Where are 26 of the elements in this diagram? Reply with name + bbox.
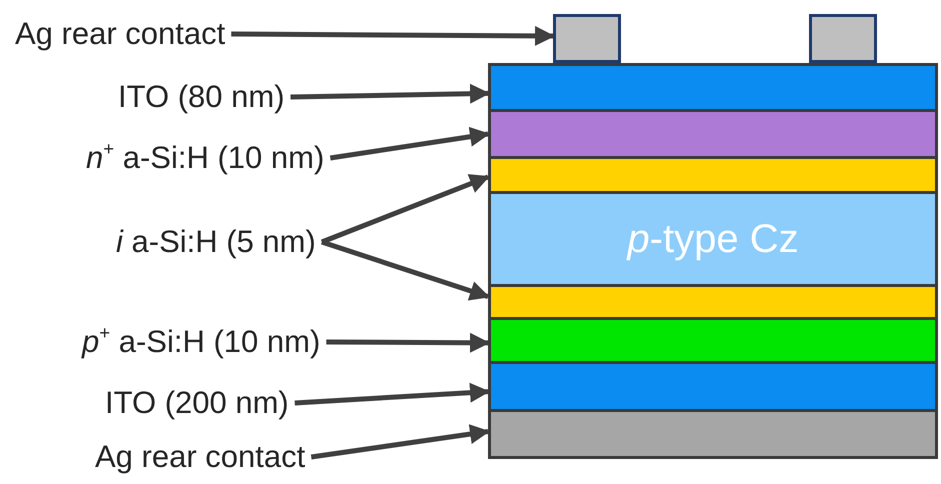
p-doped-layer <box>488 317 938 364</box>
arrow <box>294 382 490 406</box>
layer-name: Ag rear contact <box>15 16 226 52</box>
layer-name: n$^{+}$ a-Si:H (10 nm) <box>86 140 324 176</box>
arrow <box>326 332 490 353</box>
arrow <box>310 424 490 460</box>
contact-pad <box>809 14 877 63</box>
layer-name: Ag rear contact <box>95 439 306 475</box>
intrinsic-layer <box>488 284 938 320</box>
layer-name: ITO (80 nm) <box>118 79 285 115</box>
layer-name: p$^{+}$ a-Si:H (10 nm) <box>82 324 320 360</box>
arrow <box>321 240 490 300</box>
rear-contact-layer <box>488 409 938 459</box>
contact-pad <box>553 14 621 63</box>
intrinsic-layer <box>488 156 938 194</box>
arrow <box>231 26 555 46</box>
layer-name: ITO (200 nm) <box>105 385 289 421</box>
n-doped-layer <box>488 109 938 159</box>
arrow <box>330 126 490 160</box>
ito-layer <box>488 361 938 412</box>
layer-label: p-type Cz <box>627 216 799 262</box>
arrow <box>290 84 490 104</box>
wafer-layer <box>488 191 938 287</box>
layer-name: i a-Si:H (5 nm) <box>116 224 316 260</box>
arrow <box>320 174 490 244</box>
ito-layer <box>488 63 938 112</box>
